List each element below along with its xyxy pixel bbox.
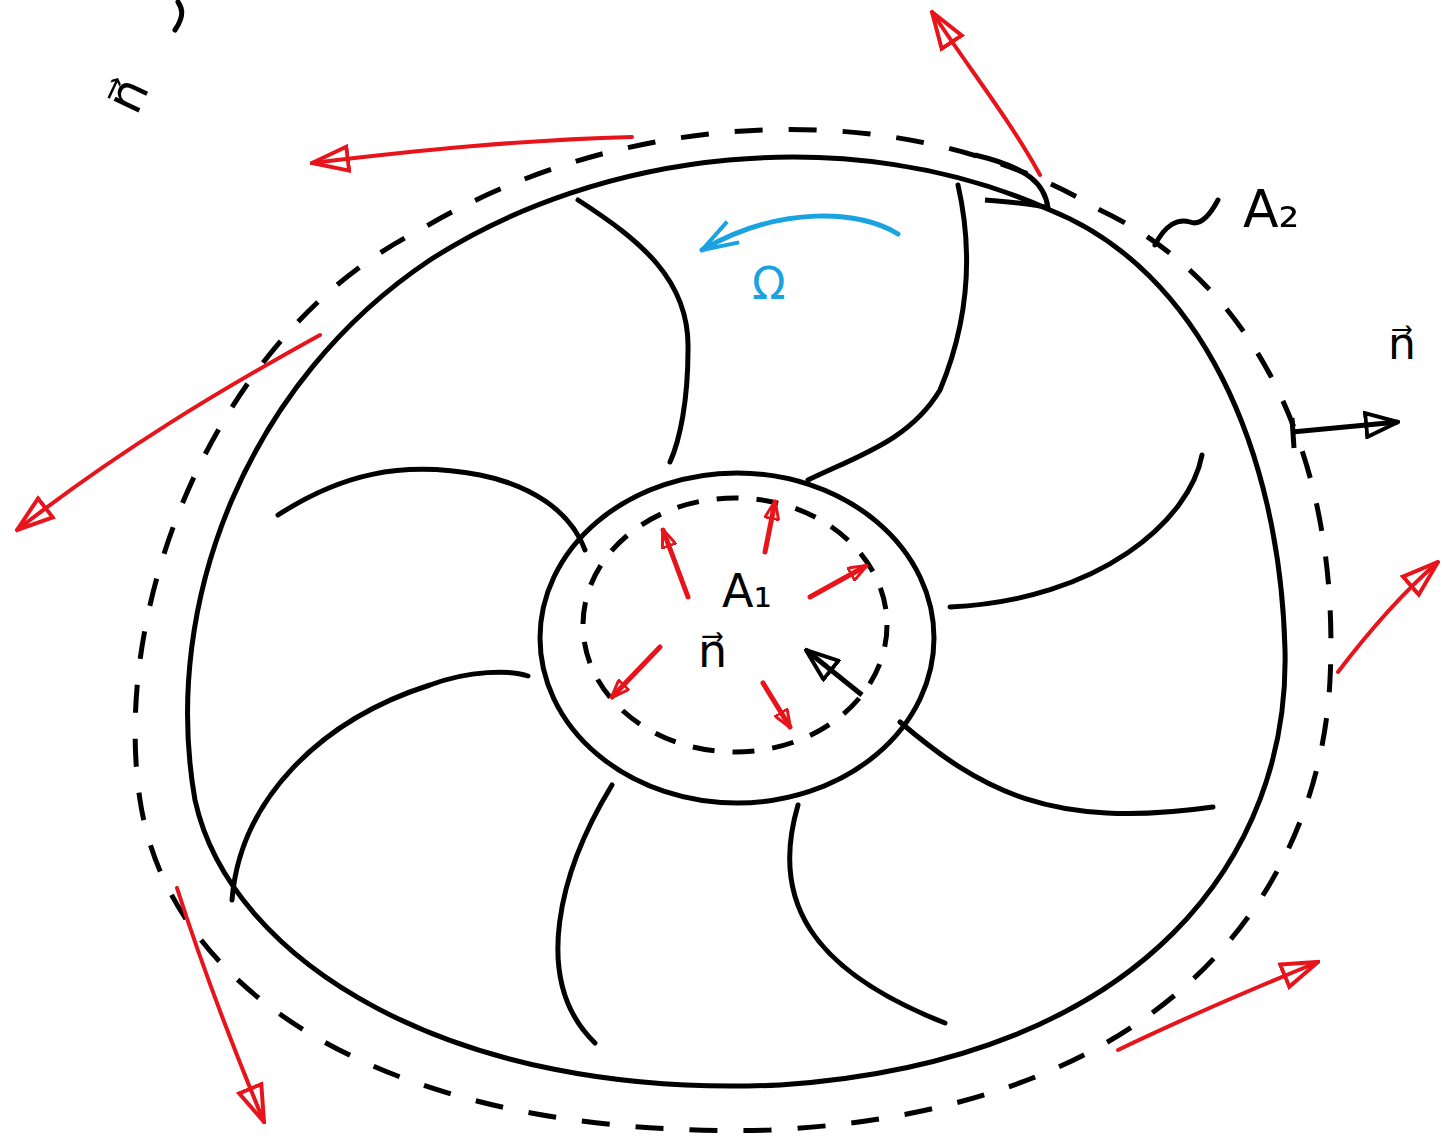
normal-vector-label: n⃗ <box>1388 322 1416 366</box>
normal-vector-label: n⃗ <box>698 628 727 674</box>
outer-normal-tick <box>1292 418 1294 448</box>
inlet-velocity-arrows <box>612 502 866 727</box>
fan-blades <box>232 185 1213 1043</box>
angular-velocity-label: Ω <box>752 262 786 306</box>
rotation-arrow <box>702 216 898 250</box>
control-surface-outer <box>135 129 1331 1130</box>
leader-squiggle <box>1155 200 1218 245</box>
outer-normal-arrow <box>1292 422 1398 432</box>
fan-housing <box>188 157 1286 1086</box>
leader-squiggle <box>175 2 182 30</box>
fan-hub <box>540 473 934 803</box>
control-surface-inner <box>583 498 887 752</box>
outlet-velocity-arrows <box>17 12 1438 1122</box>
housing-lip <box>975 155 1048 208</box>
surface-label: A₂ <box>1243 183 1299 235</box>
normal-vector-label: n⃗ <box>98 70 157 120</box>
surface-label: A₁ <box>722 568 772 614</box>
inner-normal-arrow <box>806 650 862 695</box>
